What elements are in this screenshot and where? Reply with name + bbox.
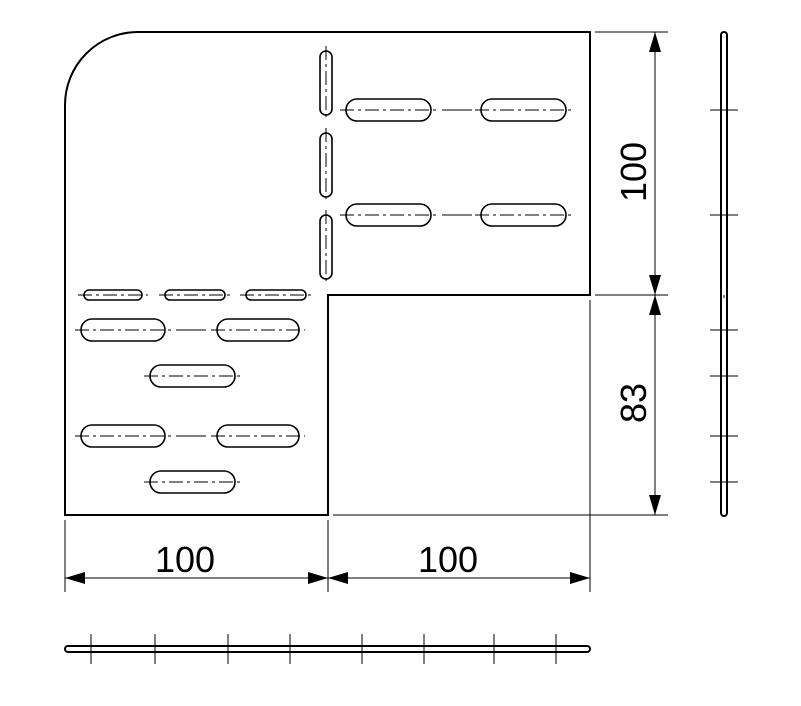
slot [75,424,171,448]
dimension-label-bottom-left: 100 [155,539,215,580]
slot [340,98,438,122]
slot [144,470,241,494]
slot [319,210,333,284]
dimension-label-bottom-right: 100 [418,539,478,580]
slot-group-upper-right [319,46,572,284]
plate-outline [64,31,591,516]
slot [475,203,572,227]
slot [340,203,438,227]
slot [75,318,171,342]
slot [211,424,305,448]
dimension-label-right-top: 100 [613,142,654,202]
dimension-label-right-bottom: 83 [613,383,654,423]
slot-group-lower-left [75,289,312,494]
slot [144,364,241,388]
dimension-right: 100 83 [333,31,668,516]
side-view-right [710,31,738,517]
slot [475,98,572,122]
slot [319,128,333,202]
dimension-bottom: 100 100 [64,300,591,592]
slot [78,289,148,301]
slot [159,289,231,301]
slot [211,318,305,342]
slot [319,46,333,120]
side-view-bottom [64,634,591,664]
slot [240,289,312,301]
